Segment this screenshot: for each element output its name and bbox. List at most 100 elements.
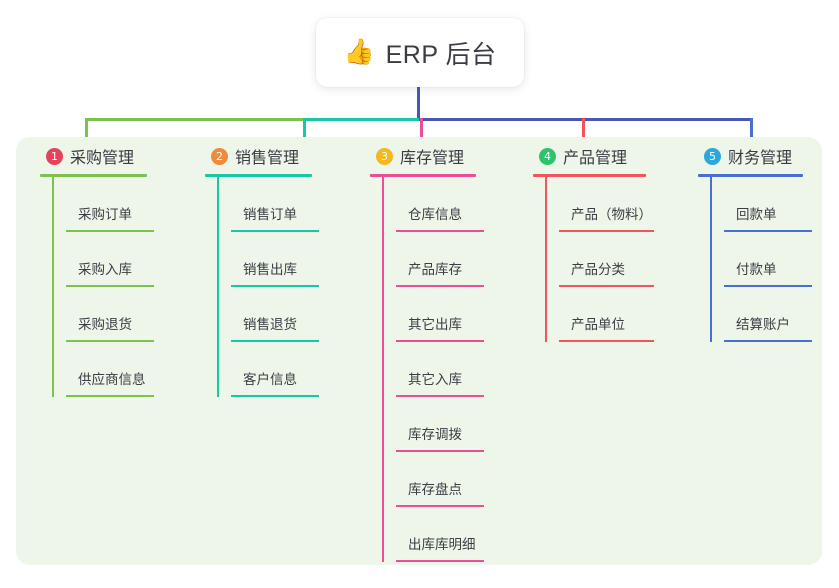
branch-item-label: 客户信息: [243, 372, 297, 387]
branch-item-list: 产品（物料） 产品分类产品单位: [533, 177, 655, 342]
drop-line-2: [303, 118, 306, 144]
branch-item[interactable]: 库存调拨: [384, 397, 490, 452]
branch-item-rule: [231, 230, 319, 232]
branch-item[interactable]: 库存盘点: [384, 452, 490, 507]
branch-item[interactable]: 供应商信息: [54, 342, 160, 397]
branch-spine: [217, 177, 219, 397]
branch-item-label: 仓库信息: [408, 207, 462, 222]
branch-title: 产品管理: [563, 150, 628, 167]
branch-item[interactable]: 仓库信息: [384, 177, 490, 232]
branch-item-label: 采购入库: [78, 262, 132, 277]
branch-header[interactable]: 3 库存管理: [370, 143, 490, 169]
branch-item[interactable]: 销售订单: [219, 177, 323, 232]
branch-header-rule: [698, 174, 803, 177]
branch-header[interactable]: 2 销售管理: [205, 143, 323, 169]
branch-item-label: 产品库存: [408, 262, 462, 277]
branch-item-label: 供应商信息: [78, 372, 146, 387]
bus-segment-3: [419, 118, 753, 121]
branch-item-label: 产品（物料）: [571, 207, 652, 222]
branch-header-rule: [40, 174, 147, 177]
branch-item[interactable]: 采购入库: [54, 232, 160, 287]
branch-title: 财务管理: [728, 150, 793, 167]
branch-item-rule: [559, 285, 654, 287]
branch-item-label: 销售订单: [243, 207, 297, 222]
branch-item-rule: [724, 340, 812, 342]
branch-item[interactable]: 产品单位: [547, 287, 655, 342]
branch-item-rule: [66, 230, 154, 232]
branch-item-rule: [66, 395, 154, 397]
root-title: ERP 后台: [385, 40, 497, 69]
branch-spine: [52, 177, 54, 397]
branch-item-label: 付款单: [736, 262, 777, 277]
branch-item-rule: [396, 450, 484, 452]
branch-header-rule: [533, 174, 646, 177]
branch-item-rule: [396, 505, 484, 507]
branch-number-badge: 5: [704, 147, 721, 165]
branch-item[interactable]: 产品（物料）: [547, 177, 655, 232]
drop-line-3: [420, 118, 423, 144]
branch-item-list: 回款单付款单结算账户: [698, 177, 816, 342]
branch-item-label: 采购退货: [78, 317, 132, 332]
branch-item-list: 采购订单采购入库采购退货供应商信息: [40, 177, 160, 397]
branch-spine: [545, 177, 547, 342]
branch-column-4: 4 产品管理产品（物料） 产品分类产品单位: [533, 143, 655, 342]
thumbs-up-icon: 👍: [343, 38, 375, 66]
branch-item[interactable]: 结算账户: [712, 287, 816, 342]
branch-title: 采购管理: [70, 150, 135, 167]
branch-column-2: 2 销售管理销售订单销售出库销售退货客户信息: [205, 143, 323, 397]
drop-line-1: [85, 118, 88, 144]
branch-item-label: 产品分类: [571, 262, 625, 277]
branch-item-rule: [396, 560, 484, 562]
branch-item[interactable]: 客户信息: [219, 342, 323, 397]
branch-item-rule: [396, 395, 484, 397]
branch-item[interactable]: 付款单: [712, 232, 816, 287]
branch-item[interactable]: 销售退货: [219, 287, 323, 342]
trunk-stem: [417, 87, 420, 121]
bus-segment-1: [85, 118, 305, 121]
drop-line-5: [750, 118, 753, 144]
branch-item-label: 产品单位: [571, 317, 625, 332]
branch-item-list: 销售订单销售出库销售退货客户信息: [205, 177, 323, 397]
branch-item-label: 销售退货: [243, 317, 297, 332]
branch-number-badge: 2: [211, 147, 228, 165]
branch-item-rule: [396, 230, 484, 232]
branch-item-list: 仓库信息产品库存其它出库其它入库库存调拨库存盘点出库库明细: [370, 177, 490, 562]
branch-item[interactable]: 采购退货: [54, 287, 160, 342]
branch-spine: [710, 177, 712, 342]
branch-title: 库存管理: [400, 150, 465, 167]
branch-item-rule: [231, 340, 319, 342]
branch-column-3: 3 库存管理仓库信息产品库存其它出库其它入库库存调拨库存盘点出库库明细: [370, 143, 490, 562]
branch-item[interactable]: 出库库明细: [384, 507, 490, 562]
branch-item[interactable]: 销售出库: [219, 232, 323, 287]
branch-number-badge: 4: [539, 147, 556, 165]
branch-item[interactable]: 产品库存: [384, 232, 490, 287]
branch-title: 销售管理: [235, 150, 300, 167]
branch-header-rule: [370, 174, 476, 177]
branch-item-rule: [66, 285, 154, 287]
bus-segment-2: [303, 118, 421, 121]
branch-item[interactable]: 采购订单: [54, 177, 160, 232]
branch-item-rule: [396, 340, 484, 342]
branch-item-label: 库存调拨: [408, 427, 462, 442]
branch-item-label: 其它出库: [408, 317, 462, 332]
branch-item-label: 销售出库: [243, 262, 297, 277]
branch-item-label: 其它入库: [408, 372, 462, 387]
branch-item-rule: [559, 230, 654, 232]
branch-item[interactable]: 其它出库: [384, 287, 490, 342]
branch-item-rule: [66, 340, 154, 342]
branch-item-label: 结算账户: [736, 317, 790, 332]
branch-item[interactable]: 其它入库: [384, 342, 490, 397]
branch-column-5: 5 财务管理回款单付款单结算账户: [698, 143, 816, 342]
branch-item[interactable]: 产品分类: [547, 232, 655, 287]
branch-header[interactable]: 5 财务管理: [698, 143, 816, 169]
branch-header[interactable]: 4 产品管理: [533, 143, 655, 169]
branch-item-rule: [231, 395, 319, 397]
branch-item-label: 回款单: [736, 207, 777, 222]
root-node[interactable]: 👍 ERP 后台: [316, 18, 524, 87]
branches-panel: [16, 137, 822, 565]
branch-item[interactable]: 回款单: [712, 177, 816, 232]
drop-line-4: [582, 118, 585, 144]
branch-number-badge: 3: [376, 147, 393, 165]
